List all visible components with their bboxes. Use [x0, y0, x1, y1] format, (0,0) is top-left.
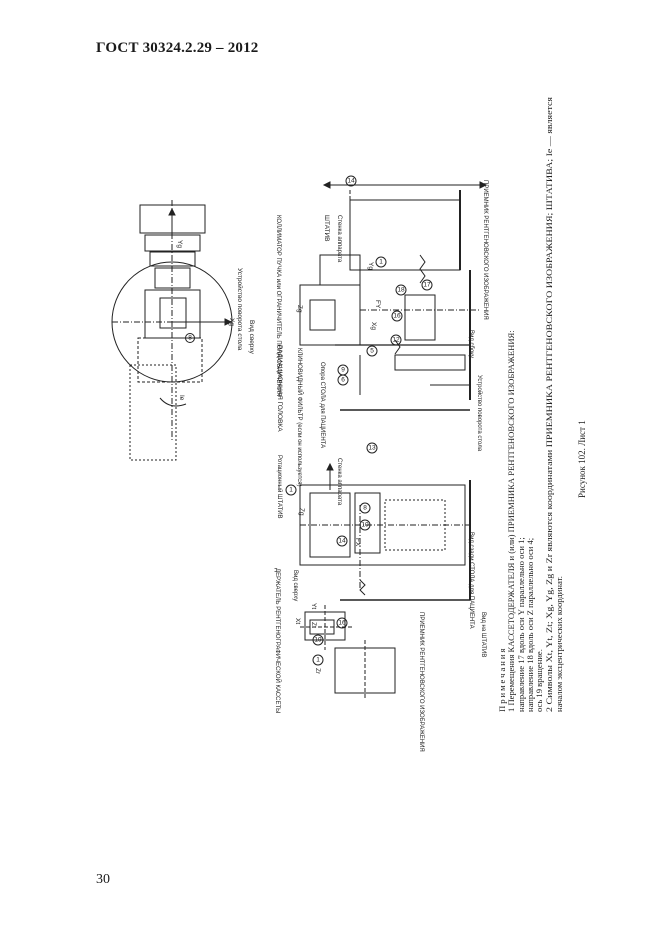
label-axis-yg: Yg — [176, 240, 183, 248]
rotated-labels: Yg Xg Ie Устройство поворота стола Вид с… — [176, 180, 488, 752]
label-axis-zg-rear: Zg — [298, 508, 305, 516]
marker-1: 1 — [379, 259, 383, 266]
marker-16b: 16 — [338, 620, 346, 627]
marker-1b: 1 — [289, 487, 293, 494]
marker-12: 14 — [347, 178, 355, 185]
label-axis-ie: Ie — [178, 395, 185, 401]
label-axis-xt: Xt — [294, 618, 301, 624]
label-receptor: ПРИЕМНИК РЕНТГЕНОВСКОГО ИЗОБРАЖЕНИЯ — [482, 180, 488, 320]
rear-view-drawing — [299, 462, 471, 601]
marker-1c: 1 — [316, 657, 320, 664]
label-tube-head: РАДИАЦИОННАЯ ГОЛОВКА — [276, 345, 283, 432]
marker-9: 9 — [341, 367, 345, 374]
note-line-1: 1 Перемещения КАССЕТОДЕРЖАТЕЛЯ и (или) П… — [506, 330, 516, 712]
label-table-rotation-2: Устройство поворота стола — [476, 375, 483, 452]
marker-13: 13 — [368, 445, 376, 452]
label-collimator: КОЛЛИМАТОР ПУЧКА или ОГРАНИЧИТЕЛЬ ПОЛЯ О… — [275, 215, 281, 397]
marker-14: 14 — [338, 538, 346, 545]
label-axis-fx: FX — [354, 538, 361, 547]
label-table-rotation: Устройство поворота стола — [236, 268, 244, 351]
label-wall: Стенка аппарата — [336, 215, 342, 263]
marker-8: 8 — [188, 335, 192, 342]
label-wedge-filter: КЛИНОВИДНЫЙ ФИЛЬТР (если он используется… — [296, 348, 304, 487]
marker-19: 19 — [314, 637, 322, 644]
label-axis-yt: Yt — [310, 603, 317, 609]
label-axis-zr: Zr — [314, 668, 321, 675]
note-line-3: направление 18 вдоль оси Z параллельно о… — [525, 538, 535, 712]
label-axis-zt: Zt — [310, 622, 317, 628]
label-table-support: Опора СТОЛА для ПАЦИЕНТА — [319, 362, 325, 448]
label-axis-zg: Zg — [296, 305, 303, 313]
document-header: ГОСТ 30324.2.29 – 2012 — [96, 40, 259, 56]
note-line-4: ось 19 вращение. — [534, 649, 544, 712]
marker-17: 17 — [423, 282, 431, 289]
label-top-view-2: Вид сверху — [292, 570, 298, 601]
label-axis-xg-side: Xg — [370, 322, 377, 330]
note-line-6: началом эксцентрических координат. — [554, 576, 564, 712]
note-line-2: направление 17 вдоль оси Y параллельно о… — [516, 537, 526, 712]
cassette-views-drawing — [300, 605, 396, 700]
label-rotating-stand: Ротационный ШТАТИВ — [276, 455, 283, 519]
label-view-from-rear: Вид сзади СТОЛА для ПАЦИЕНТА — [468, 532, 474, 629]
label-wall-2: Стенка аппарата — [336, 458, 342, 506]
top-view-drawing — [111, 200, 233, 461]
marker-10: 10 — [361, 522, 369, 529]
label-stand: ШТАТИВ — [323, 215, 330, 242]
label-axis-xg: Xg — [228, 318, 235, 326]
label-side-view: Вид сбоку — [468, 330, 474, 358]
side-view-drawing — [299, 181, 488, 411]
label-axis-yg-side: Yg — [367, 262, 374, 270]
marker-11: 12 — [392, 337, 400, 344]
marker-6: 6 — [341, 377, 345, 384]
marker-8b: 8 — [363, 505, 367, 512]
label-receptor-2: ПРИЕМНИК РЕНТГЕНОВСКОГО ИЗОБРАЖЕНИЯ — [418, 612, 424, 752]
marker-group: 8 14 1 18 17 16 12 5 9 6 13 1 8 10 14 19… — [185, 175, 433, 666]
page-number: 30 — [96, 872, 110, 887]
notes-block: Примечания 1 Перемещения КАССЕТОДЕРЖАТЕЛ… — [497, 97, 587, 712]
marker-16: 16 — [393, 313, 401, 320]
label-axis-fy: FY — [374, 300, 381, 309]
label-top-view: Вид сверху — [248, 320, 255, 355]
figure-caption: Рисунок 102. Лист 1 — [577, 420, 587, 498]
note-line-5: 2 Символы Xt, Yt, Zt; Xg, Yg, Zg и Zr яв… — [544, 97, 554, 712]
marker-18: 18 — [397, 287, 405, 294]
label-cassette-holder: ДЕРЖАТЕЛЬ РЕНТГЕНОГРАФИЧЕСКОЙ КАССЕТЫ — [274, 568, 282, 713]
marker-5: 5 — [370, 348, 374, 355]
label-view-on-stand: Вид на ШТАТИВ — [480, 612, 486, 657]
notes-heading: Примечания — [497, 647, 507, 712]
